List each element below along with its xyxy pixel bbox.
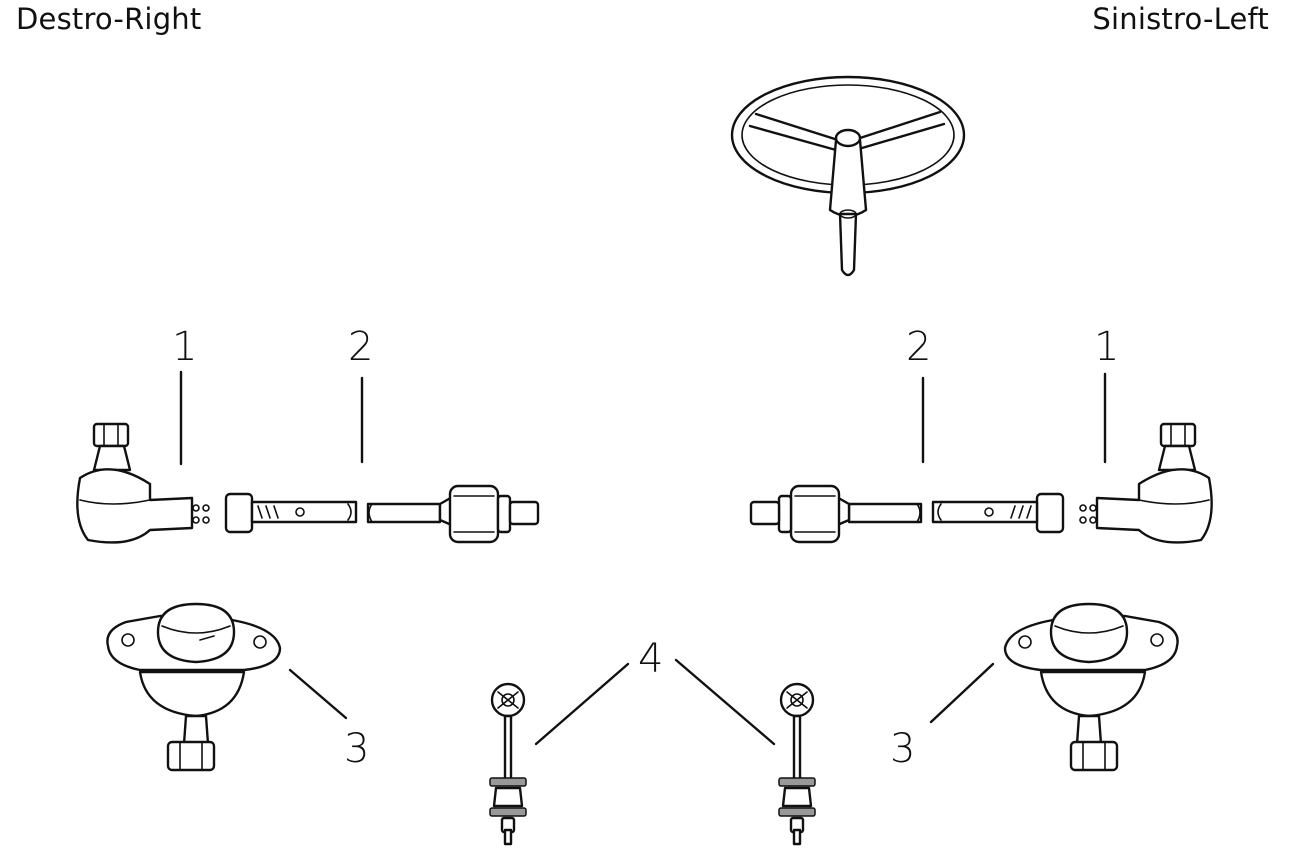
callout-line-3-left [929, 662, 995, 724]
callout-number-4: 4 [638, 636, 663, 682]
ball-joint-right [106, 602, 348, 772]
callout-line-4a [534, 662, 630, 746]
stabilizer-link-right [489, 682, 527, 846]
callout-line-3-right [288, 668, 348, 720]
right-side-label: Destro-Right [16, 2, 202, 36]
callout-number-2-right: 2 [348, 324, 373, 370]
ball-joint-left [929, 602, 1179, 772]
callout-number-1-right: 1 [172, 324, 197, 370]
stabilizer-link-left [778, 682, 816, 846]
tie-rod-assembly-right [76, 370, 540, 544]
steering-wheel-icon [730, 75, 966, 277]
left-side-label: Sinistro-Left [1092, 2, 1269, 36]
tie-rod-assembly-left [749, 372, 1213, 544]
callout-number-1-left: 1 [1094, 324, 1119, 370]
callout-number-3-right: 3 [344, 726, 369, 772]
callout-line-4b [674, 658, 776, 746]
callout-number-3-left: 3 [890, 726, 915, 772]
callout-number-2-left: 2 [906, 324, 931, 370]
